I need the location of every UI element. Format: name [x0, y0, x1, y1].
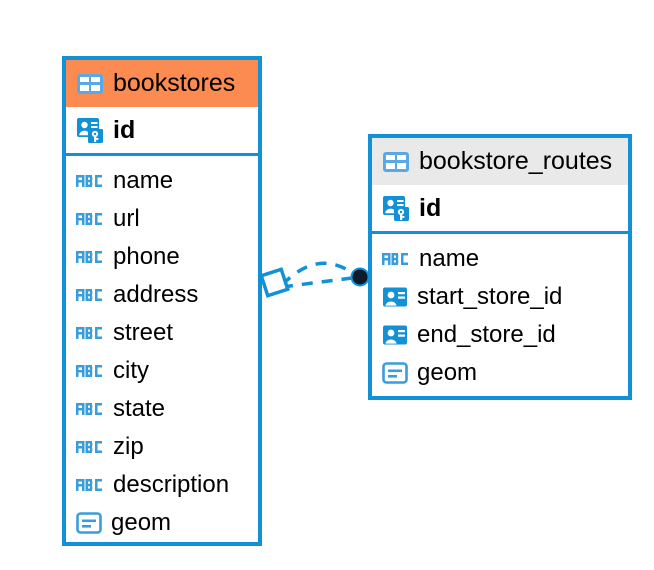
field-row[interactable]: url — [66, 200, 258, 238]
abc-text-icon — [76, 401, 104, 417]
field-list-bookstores: name — [66, 156, 258, 542]
field-row[interactable]: name — [372, 240, 628, 278]
field-row[interactable]: address — [66, 276, 258, 314]
field-row[interactable]: state — [66, 390, 258, 428]
field-row[interactable]: city — [66, 352, 258, 390]
primary-key-icon — [76, 116, 104, 144]
abc-text-icon — [76, 439, 104, 455]
field-label: phone — [113, 243, 180, 270]
entity-bookstores[interactable]: bookstores id — [62, 56, 262, 546]
abc-text-icon — [76, 249, 104, 265]
field-row[interactable]: phone — [66, 238, 258, 276]
relationship-edge-upper — [280, 261, 356, 287]
field-label: start_store_id — [417, 283, 563, 310]
field-label: name — [419, 245, 480, 272]
entity-header-bookstores[interactable]: bookstores — [66, 60, 258, 107]
field-label: end_store_id — [417, 321, 556, 348]
field-row[interactable]: end_store_id — [372, 316, 628, 354]
abc-text-icon — [76, 211, 104, 227]
field-label: geom — [111, 509, 172, 536]
abc-text-icon — [76, 287, 104, 303]
primary-key-row-bookstores[interactable]: id — [66, 107, 258, 156]
geometry-blob-icon — [382, 361, 408, 385]
field-row[interactable]: geom — [66, 504, 258, 542]
field-label: address — [113, 281, 199, 308]
abc-text-icon — [382, 251, 410, 267]
field-label: zip — [113, 433, 144, 460]
filled-circle-marker — [350, 267, 370, 287]
field-label: street — [113, 319, 174, 346]
entity-bookstore-routes[interactable]: bookstore_routes id — [368, 134, 632, 400]
geometry-blob-icon — [76, 511, 102, 535]
primary-key-icon — [382, 194, 410, 222]
field-row[interactable]: name — [66, 162, 258, 200]
diamond-open-marker — [259, 267, 290, 298]
abc-text-icon — [76, 477, 104, 493]
relationship-edge-lower — [281, 276, 353, 289]
field-row[interactable]: start_store_id — [372, 278, 628, 316]
entity-header-bookstore-routes[interactable]: bookstore_routes — [372, 138, 628, 185]
field-row[interactable]: geom — [372, 354, 628, 392]
field-label: geom — [417, 359, 478, 386]
abc-text-icon — [76, 363, 104, 379]
field-row[interactable]: description — [66, 466, 258, 504]
entity-title: bookstore_routes — [419, 147, 613, 175]
field-row[interactable]: zip — [66, 428, 258, 466]
field-label: url — [113, 205, 140, 232]
field-label: state — [113, 395, 166, 422]
table-icon — [382, 151, 410, 173]
field-label: city — [113, 357, 149, 384]
primary-key-label: id — [113, 115, 136, 144]
foreign-key-card-icon — [382, 285, 408, 309]
field-list-bookstore-routes: name start_store_id — [372, 234, 628, 396]
table-icon — [76, 73, 104, 95]
field-row[interactable]: street — [66, 314, 258, 352]
abc-text-icon — [76, 325, 104, 341]
field-label: name — [113, 167, 174, 194]
field-label: description — [113, 471, 230, 498]
abc-text-icon — [76, 173, 104, 189]
entity-title: bookstores — [113, 69, 236, 97]
primary-key-label: id — [419, 193, 442, 222]
foreign-key-card-icon — [382, 323, 408, 347]
primary-key-row-bookstore-routes[interactable]: id — [372, 185, 628, 234]
